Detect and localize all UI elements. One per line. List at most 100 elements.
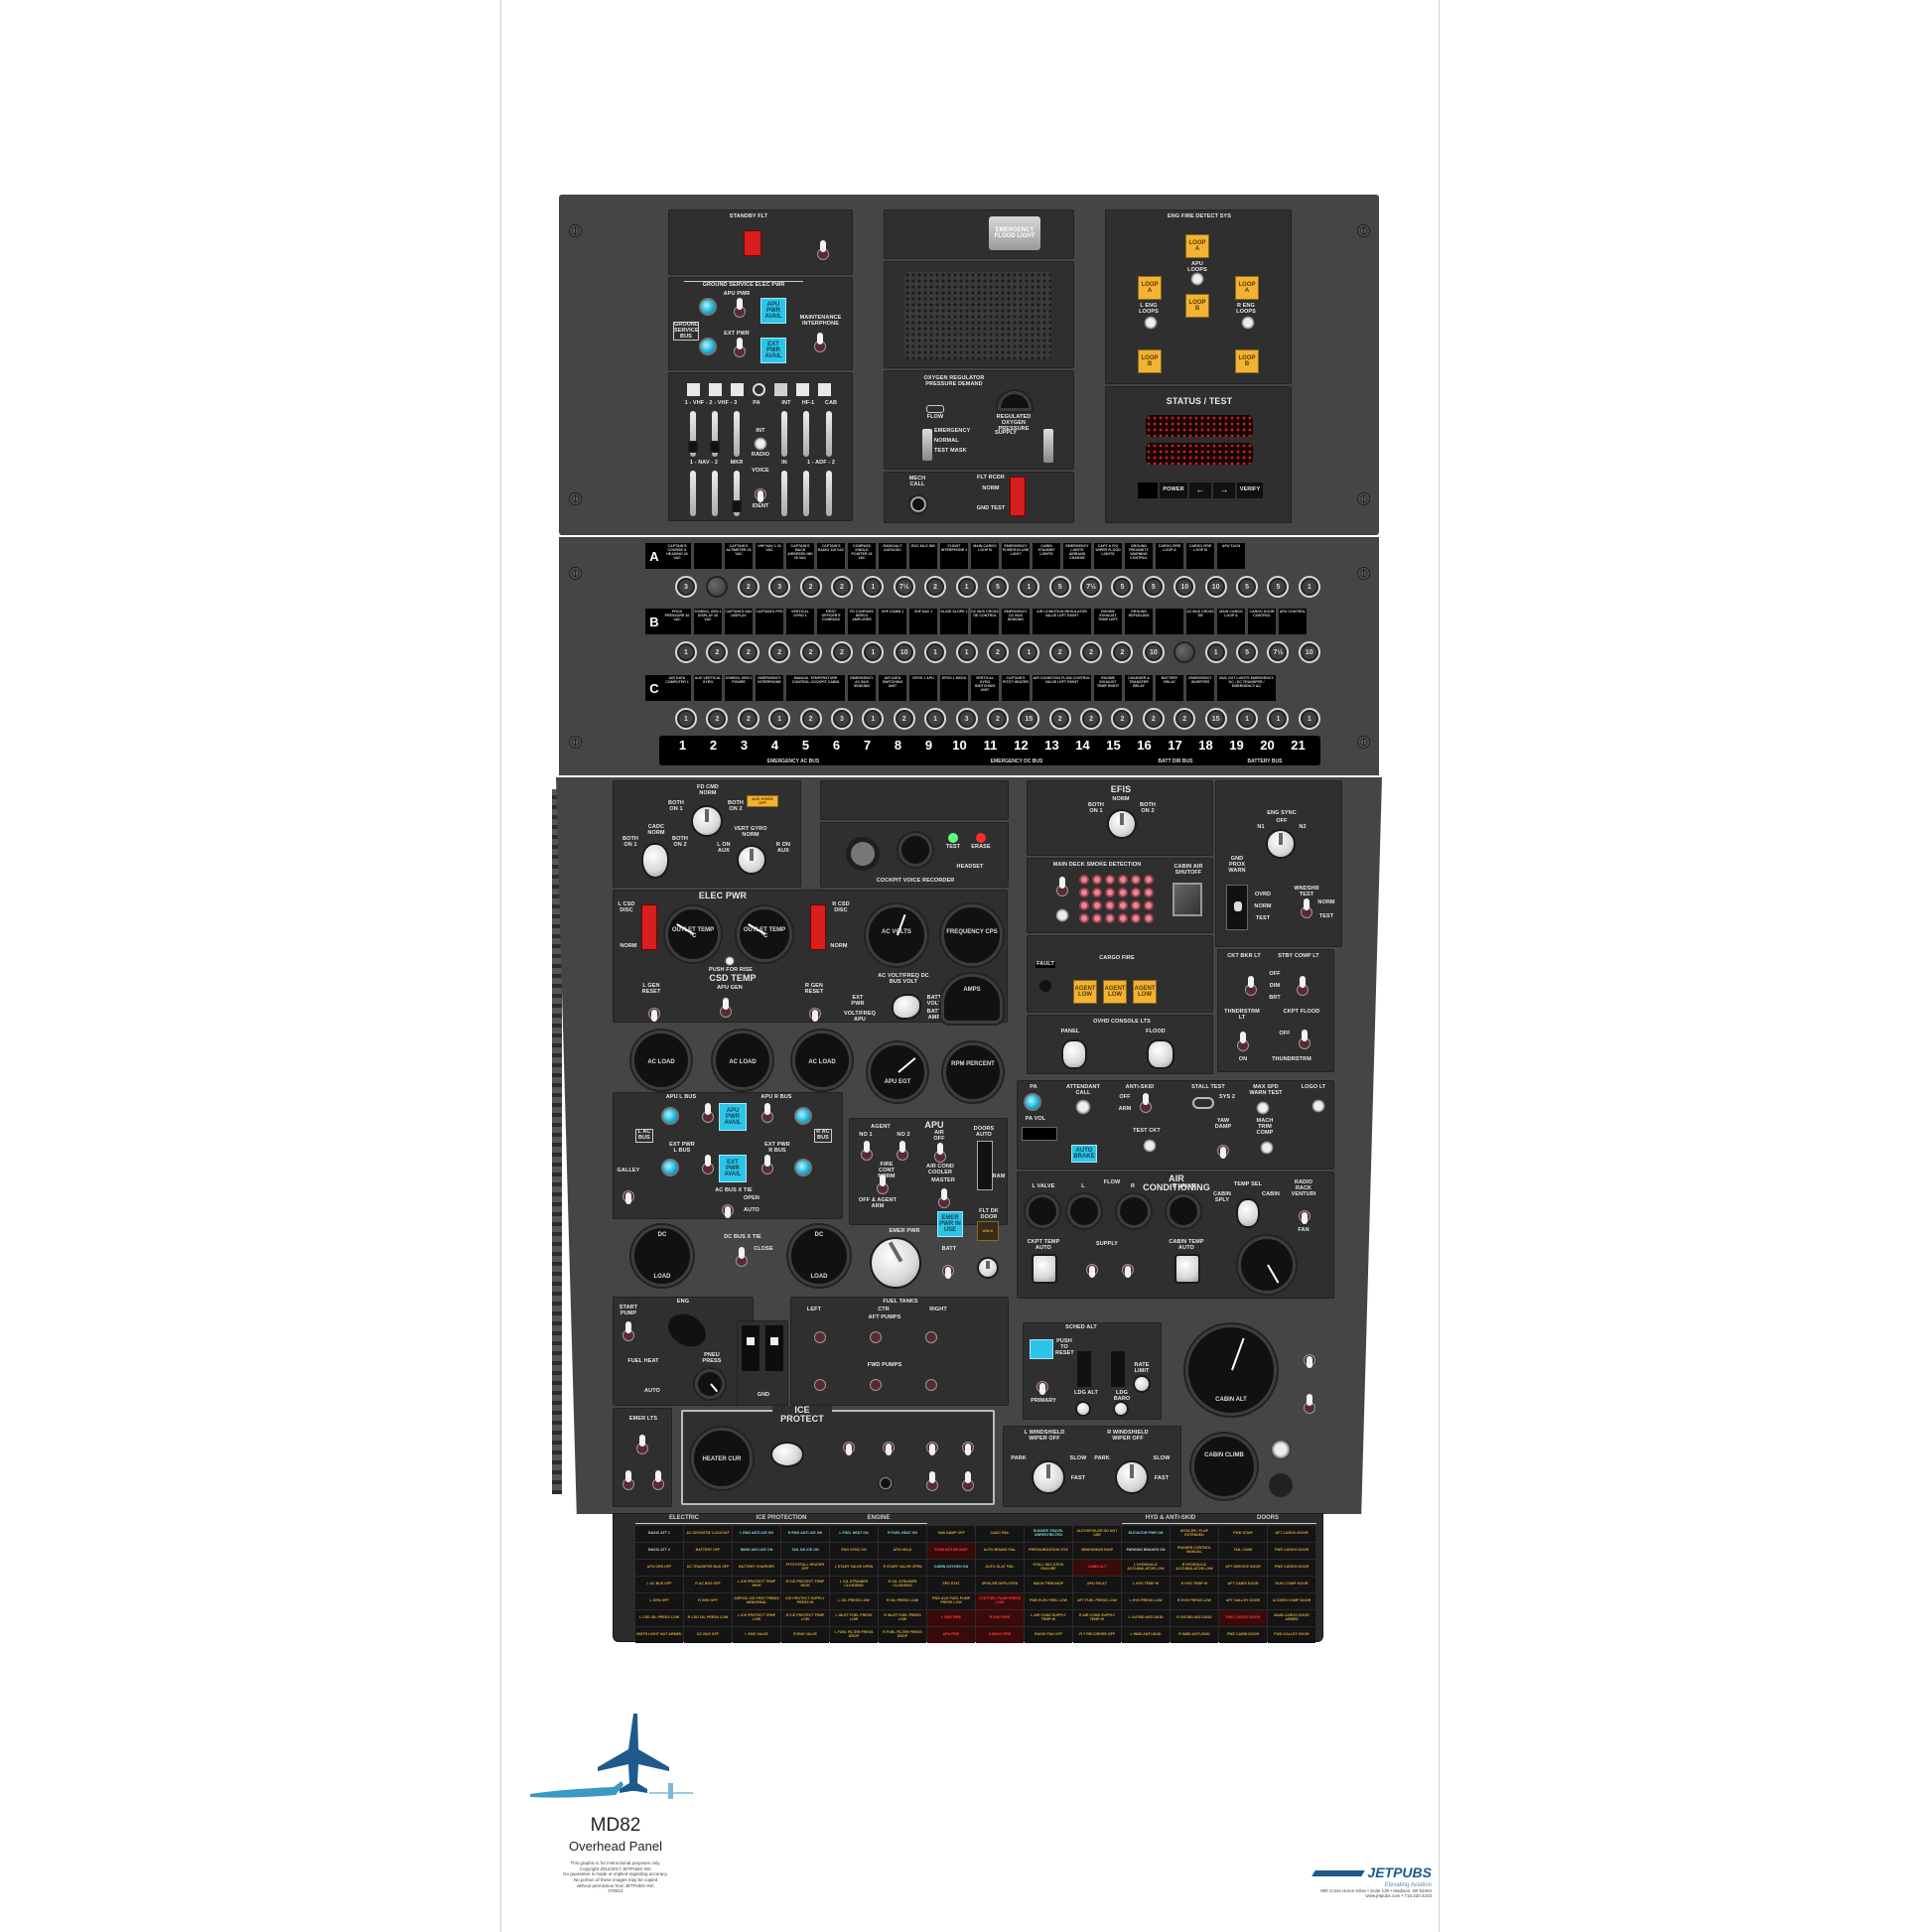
circuit-breaker[interactable]: 2: [706, 641, 729, 663]
circuit-breaker[interactable]: 2: [986, 641, 1009, 663]
ckpt-flood-toggle[interactable]: [1298, 1030, 1311, 1051]
circuit-breaker[interactable]: 5: [986, 576, 1009, 598]
circuit-breaker[interactable]: 1: [924, 641, 947, 663]
circuit-breaker[interactable]: 2: [1048, 708, 1071, 730]
ice-protect-selector[interactable]: [770, 1442, 804, 1467]
apu-pwr-toggle[interactable]: [733, 298, 747, 320]
agent-no1-toggle[interactable]: [860, 1141, 874, 1163]
aft-pump-left[interactable]: [813, 1323, 827, 1345]
apu-loop-selector[interactable]: [1190, 272, 1204, 286]
aft-pump-ctr[interactable]: [869, 1323, 883, 1345]
circuit-breaker[interactable]: [706, 576, 729, 598]
gpws-switch[interactable]: [1226, 885, 1248, 930]
int-radio-selector[interactable]: [754, 437, 767, 451]
circuit-breaker[interactable]: 10: [1173, 576, 1196, 598]
vhf1-volume[interactable]: [688, 411, 698, 457]
flt-rcdr-guard[interactable]: [1010, 477, 1026, 516]
nav2-volume[interactable]: [712, 471, 718, 516]
circuit-breaker[interactable]: 1: [1018, 576, 1040, 598]
emer-lts-toggle[interactable]: [635, 1435, 649, 1456]
ldg-alt-knob[interactable]: [1075, 1401, 1091, 1417]
flood-lts-knob[interactable]: [1147, 1039, 1174, 1069]
fwd-pump-right[interactable]: [924, 1371, 938, 1393]
in-volume[interactable]: [781, 471, 787, 516]
status-left-button[interactable]: ←: [1189, 483, 1211, 498]
fire-cont-toggle[interactable]: [876, 1174, 890, 1196]
circuit-breaker[interactable]: [1173, 641, 1196, 663]
push-for-rise-button[interactable]: [725, 956, 735, 966]
aux-toggle-2[interactable]: [651, 1470, 665, 1492]
circuit-breaker[interactable]: 2: [986, 708, 1009, 730]
ckpt-temp-knob[interactable]: [1032, 1254, 1057, 1284]
cabin-temp-knob[interactable]: [1174, 1254, 1200, 1284]
aux-toggle-1[interactable]: [621, 1470, 635, 1492]
ext-pwr-avail-button[interactable]: EXT PWR AVAIL: [760, 338, 786, 363]
cargo-disch-1[interactable]: AGENT LOW: [1073, 980, 1097, 1004]
apu-l-bus-toggle[interactable]: [701, 1103, 715, 1125]
circuit-breaker[interactable]: 2: [1142, 708, 1165, 730]
circuit-breaker[interactable]: 5: [1267, 576, 1290, 598]
rate-limit-knob[interactable]: [1133, 1375, 1151, 1393]
cargo-disch-2[interactable]: AGENT LOW: [1103, 980, 1127, 1004]
circuit-breaker[interactable]: 1: [955, 641, 978, 663]
test-ckt-button[interactable]: [1143, 1139, 1157, 1153]
ice-toggle-3[interactable]: [925, 1434, 939, 1455]
emergency-flood-light-button[interactable]: EMERGENCY FLOOD LIGHT: [989, 216, 1040, 250]
venturi-toggle[interactable]: [1298, 1202, 1311, 1224]
ckt-bkr-lt-toggle[interactable]: [1244, 976, 1258, 998]
l-eng-loop-selector[interactable]: [1144, 316, 1158, 330]
supply-r-toggle[interactable]: [1121, 1256, 1135, 1278]
cadc-selector[interactable]: [641, 843, 669, 879]
ice-test-button[interactable]: [878, 1475, 894, 1491]
thndrstrm-lt-toggle[interactable]: [1236, 1032, 1250, 1053]
circuit-breaker[interactable]: 1: [675, 708, 697, 730]
circuit-breaker[interactable]: 1: [1236, 708, 1259, 730]
circuit-breaker[interactable]: 2: [737, 576, 759, 598]
ext-r-bus-toggle[interactable]: [760, 1155, 774, 1176]
press-aux-toggle-1[interactable]: [1303, 1346, 1316, 1368]
circuit-breaker[interactable]: 10: [893, 641, 915, 663]
voice-ident-toggle[interactable]: [754, 481, 767, 502]
circuit-breaker[interactable]: 2: [830, 576, 853, 598]
circuit-breaker[interactable]: 2: [768, 641, 791, 663]
status-right-button[interactable]: →: [1213, 483, 1235, 498]
start-r-switch[interactable]: [765, 1325, 783, 1371]
circuit-breaker[interactable]: 2: [799, 641, 822, 663]
ext-l-bus-toggle[interactable]: [701, 1155, 715, 1176]
anti-skid-toggle[interactable]: [1139, 1093, 1153, 1115]
circuit-breaker[interactable]: 3: [675, 576, 697, 598]
cvr-test-light[interactable]: [948, 833, 958, 843]
logo-lt-button[interactable]: [1311, 1099, 1325, 1113]
standby-flt-guard[interactable]: [744, 230, 761, 256]
batt-toggle[interactable]: [941, 1257, 955, 1279]
stall-test-switch[interactable]: [1192, 1097, 1214, 1109]
circuit-breaker[interactable]: 1: [862, 641, 885, 663]
cabin-air-shutoff-button[interactable]: [1173, 883, 1202, 916]
fwd-pump-left[interactable]: [813, 1371, 827, 1393]
circuit-breaker[interactable]: 2: [799, 708, 822, 730]
hf1-select[interactable]: [796, 383, 809, 396]
circuit-breaker[interactable]: 2: [1111, 641, 1134, 663]
circuit-breaker[interactable]: 2: [706, 708, 729, 730]
ldg-baro-knob[interactable]: [1113, 1401, 1129, 1417]
circuit-breaker[interactable]: 1: [924, 708, 947, 730]
vert-gyro-selector[interactable]: [737, 845, 766, 875]
circuit-breaker[interactable]: 1: [1267, 708, 1290, 730]
apu-loop-a[interactable]: LOOP A: [1185, 234, 1209, 258]
r-wiper-knob[interactable]: [1115, 1460, 1149, 1494]
windshear-toggle[interactable]: [1300, 898, 1313, 920]
circuit-breaker[interactable]: 10: [1142, 641, 1165, 663]
status-blank-button[interactable]: [1138, 483, 1158, 498]
aft-pump-right[interactable]: [924, 1323, 938, 1345]
agent-no2-toggle[interactable]: [896, 1141, 909, 1163]
int-volume[interactable]: [781, 411, 787, 457]
vhf1-select[interactable]: [687, 383, 700, 396]
ext-pwr-toggle[interactable]: [733, 338, 747, 359]
ac-bus-x-tie-toggle[interactable]: [721, 1196, 735, 1218]
l-eng-loop-a[interactable]: LOOP A: [1138, 276, 1162, 300]
yaw-damp-toggle[interactable]: [1216, 1137, 1230, 1159]
temp-sel-knob[interactable]: [1236, 1198, 1260, 1228]
apu-air-toggle[interactable]: [933, 1143, 947, 1165]
max-spd-warn-button[interactable]: [1256, 1101, 1270, 1115]
circuit-breaker[interactable]: 2: [1173, 708, 1196, 730]
